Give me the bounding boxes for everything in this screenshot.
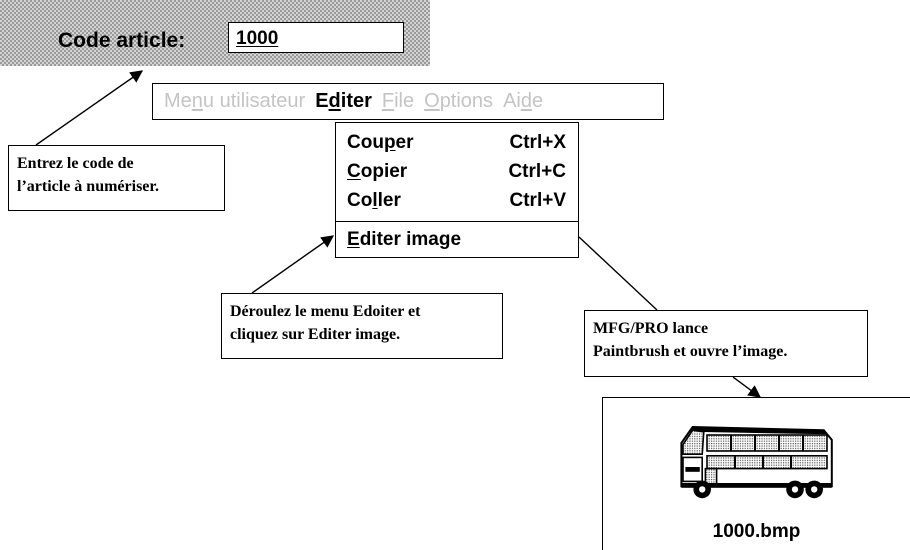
bus-icon (680, 425, 833, 499)
menu-item-user-menu[interactable]: Menu utilisateur (164, 90, 306, 112)
callout-line: MFG/PRO lance (593, 320, 709, 337)
dropdown-item-copy[interactable]: Copier Ctrl+C (347, 161, 566, 187)
item-code-form-header: Code article: 1000 (0, 0, 430, 66)
dropdown-item-label: Coller (347, 190, 401, 211)
callout-open-menu: Déroulez le menu Edoiter et cliquez sur … (221, 293, 503, 359)
menu-item-options[interactable]: Options (424, 90, 494, 112)
dropdown-item-shortcut: Ctrl+X (509, 132, 567, 153)
image-preview-box: 1000.bmp (602, 397, 910, 550)
callout-line: cliquez sur Editer image. (230, 326, 401, 343)
arrow-to-result-image (732, 376, 762, 398)
menu-item-file[interactable]: File (381, 90, 415, 112)
callout-line: l’article à numériser. (17, 178, 160, 195)
menu-bar: Menu utilisateur Editer File Options Aid… (152, 83, 664, 120)
dropdown-separator (336, 221, 578, 222)
callout-line: Entrez le code de (17, 155, 134, 172)
dropdown-item-paste[interactable]: Coller Ctrl+V (347, 190, 566, 216)
callout-paintbrush-launch: MFG/PRO lance Paintbrush et ouvre l’imag… (584, 310, 868, 377)
connector-menu-to-result (578, 236, 658, 311)
item-code-label: Code article: (58, 29, 186, 52)
dropdown-item-cut[interactable]: Couper Ctrl+X (347, 132, 566, 158)
menu-item-help[interactable]: Aide (503, 90, 544, 112)
callout-enter-code: Entrez le code de l’article à numériser. (8, 145, 225, 211)
arrow-to-code-field (35, 70, 144, 146)
item-code-field[interactable]: 1000 (228, 22, 404, 53)
callout-line: Déroulez le menu Edoiter et (230, 303, 421, 320)
item-code-value: 1000 (236, 28, 279, 49)
dropdown-item-edit-image[interactable]: Editer image (347, 229, 566, 255)
menu-item-edit[interactable]: Editer (315, 90, 372, 112)
callout-line: Paintbrush et ouvre l’image. (593, 343, 788, 360)
edit-dropdown-menu: Couper Ctrl+X Copier Ctrl+C Coller Ctrl+… (335, 122, 579, 258)
dropdown-item-label: Copier (347, 161, 408, 182)
dropdown-item-shortcut: Ctrl+C (508, 161, 566, 182)
dropdown-item-label: Editer image (347, 229, 462, 250)
image-filename: 1000.bmp (712, 521, 801, 542)
arrow-to-edit-menu (251, 235, 335, 294)
dropdown-item-label: Couper (347, 132, 414, 153)
dropdown-item-shortcut: Ctrl+V (509, 190, 567, 211)
